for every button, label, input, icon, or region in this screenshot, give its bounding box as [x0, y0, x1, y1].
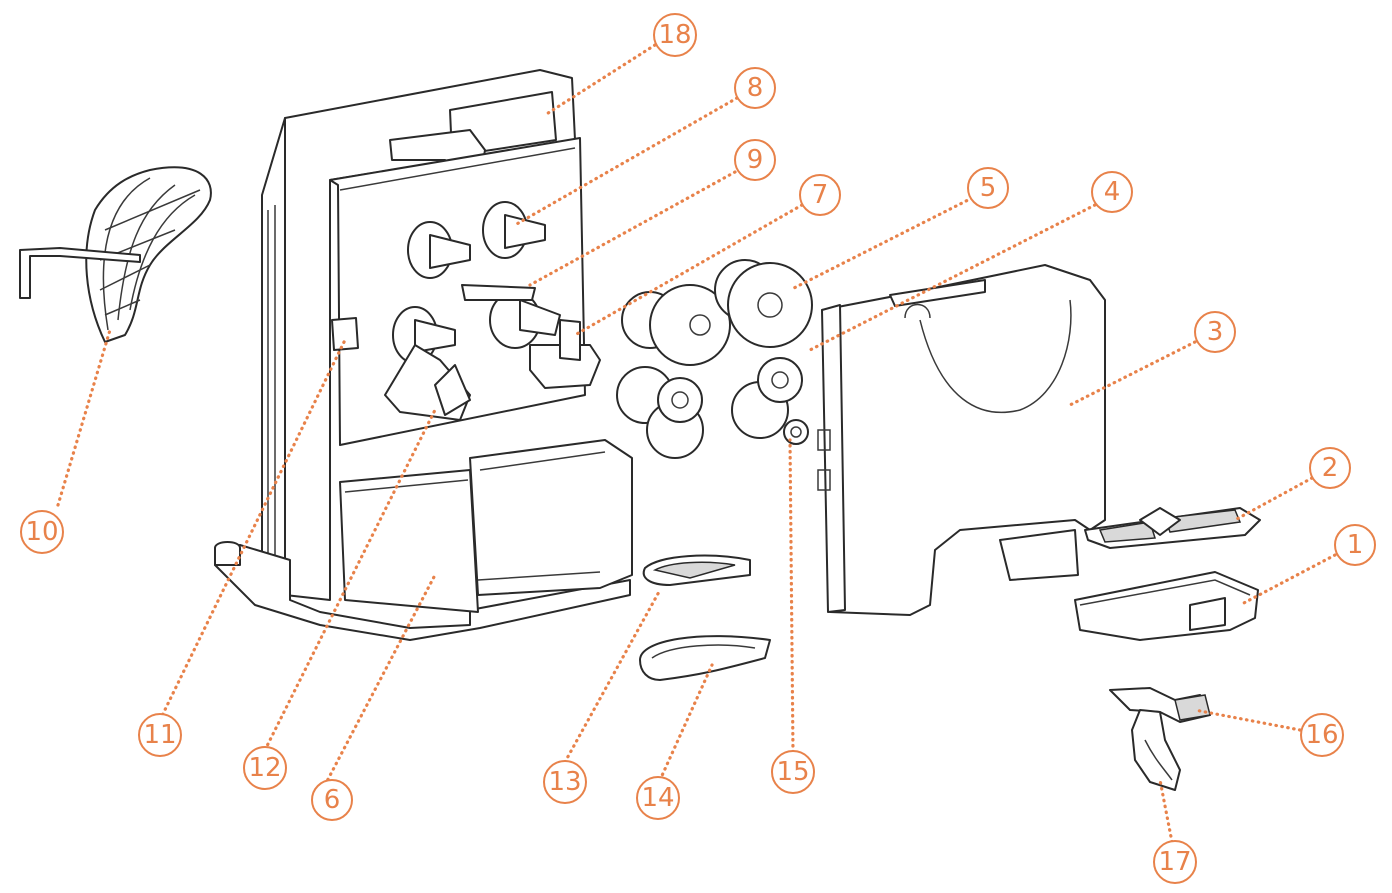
- callout-label-2: 2: [1322, 453, 1339, 483]
- callout-1: 1: [1334, 524, 1376, 566]
- part-13-spout: [642, 554, 751, 586]
- callout-17: 17: [1153, 840, 1197, 884]
- callout-label-15: 15: [776, 757, 809, 787]
- leader-4: [808, 203, 1097, 352]
- leader-6: [323, 573, 437, 787]
- callout-label-14: 14: [641, 783, 674, 813]
- callout-8: 8: [734, 67, 776, 109]
- part-14-seal: [639, 635, 771, 681]
- leader-11: [158, 338, 347, 722]
- leader-14: [658, 663, 714, 782]
- callout-label-5: 5: [980, 173, 997, 203]
- callout-13: 13: [543, 760, 587, 804]
- callout-14: 14: [636, 776, 680, 820]
- callout-label-17: 17: [1158, 847, 1191, 877]
- callout-label-4: 4: [1104, 177, 1121, 207]
- callout-label-10: 10: [25, 517, 58, 547]
- leader-7: [573, 203, 804, 337]
- callouts: 1 2 3 4 5 6 7 8: [20, 13, 1376, 884]
- part-10-peel-guide: [19, 166, 212, 343]
- callout-10: 10: [20, 510, 64, 554]
- callout-16: 16: [1300, 713, 1344, 757]
- leader-5: [788, 196, 974, 292]
- callout-label-13: 13: [548, 767, 581, 797]
- callout-label-16: 16: [1305, 720, 1338, 750]
- leader-2: [1233, 476, 1314, 522]
- leader-12: [263, 408, 437, 752]
- leader-lines: [56, 43, 1337, 844]
- callout-4: 4: [1091, 171, 1133, 213]
- callout-label-1: 1: [1347, 530, 1364, 560]
- callout-7: 7: [799, 174, 841, 216]
- leader-1: [1238, 553, 1337, 607]
- callout-label-18: 18: [658, 20, 691, 50]
- callout-label-6: 6: [324, 785, 341, 815]
- spindle-lower-right: [489, 291, 561, 349]
- callout-label-12: 12: [248, 753, 281, 783]
- spindle-upper-right: [482, 201, 546, 259]
- part-3-front-cover: [817, 264, 1106, 616]
- callout-3: 3: [1194, 311, 1236, 353]
- callout-label-8: 8: [747, 73, 764, 103]
- leader-13: [563, 588, 662, 764]
- callout-9: 9: [734, 139, 776, 181]
- leader-17: [1158, 778, 1174, 844]
- leader-3: [1068, 340, 1197, 407]
- callout-5: 5: [967, 167, 1009, 209]
- callout-label-7: 7: [812, 180, 829, 210]
- callout-15: 15: [771, 750, 815, 794]
- callout-12: 12: [243, 746, 287, 790]
- leader-15: [788, 438, 795, 754]
- part-15-knob: [783, 419, 809, 445]
- part-5-peeling-cups: [616, 259, 813, 459]
- leader-8: [513, 96, 739, 227]
- main-housing: [214, 69, 633, 641]
- spindle-lower-left: [392, 306, 456, 364]
- part-1-drip-tray: [1074, 571, 1259, 641]
- callout-2: 2: [1309, 447, 1351, 489]
- callout-18: 18: [653, 13, 697, 57]
- leader-10: [56, 328, 112, 507]
- callout-label-3: 3: [1207, 317, 1224, 347]
- leader-16: [1193, 708, 1302, 732]
- callout-label-9: 9: [747, 145, 764, 175]
- spindle-upper-left: [407, 221, 471, 279]
- callout-6: 6: [311, 779, 353, 821]
- callout-label-11: 11: [143, 720, 176, 750]
- part-16-17-knife-assembly: [1109, 687, 1211, 791]
- callout-11: 11: [138, 713, 182, 757]
- leader-18: [543, 43, 657, 117]
- part-2-drip-grid: [1084, 507, 1261, 549]
